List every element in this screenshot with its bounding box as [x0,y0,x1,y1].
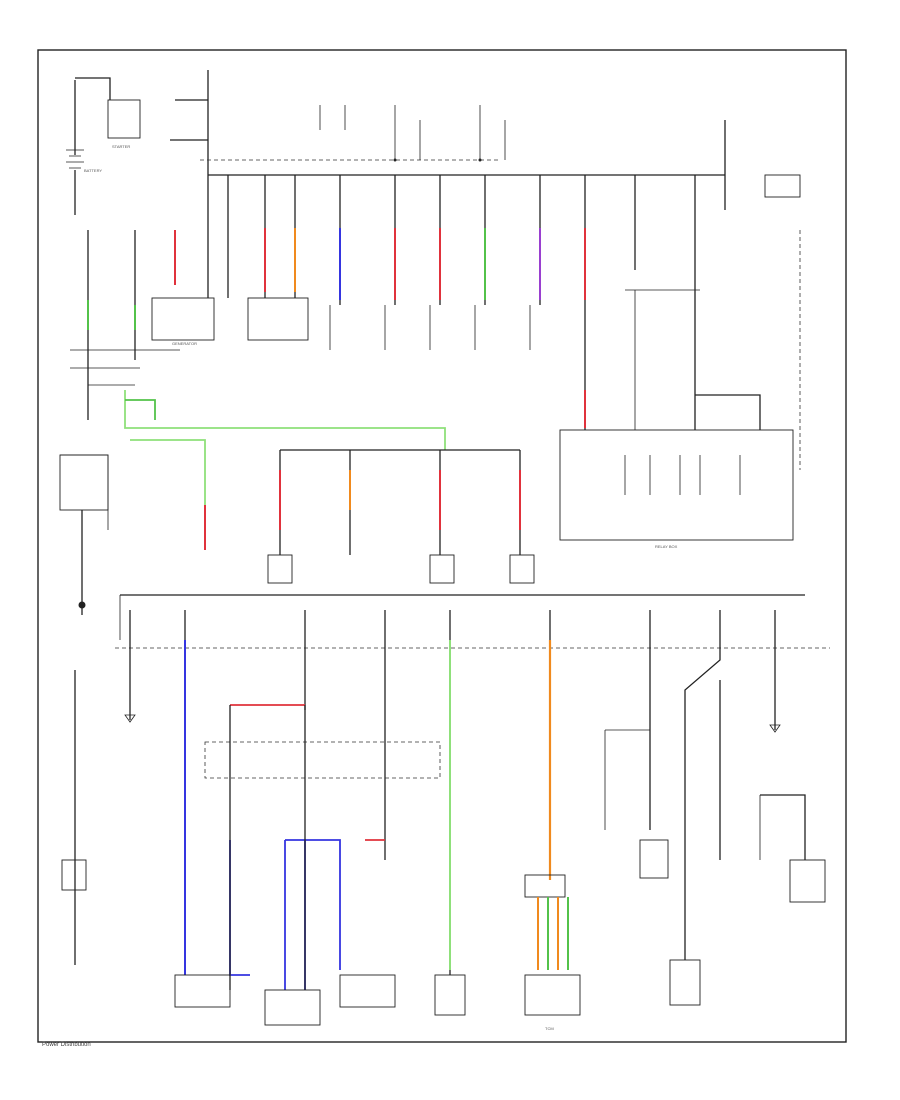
battery-label: BATTERY [84,168,102,173]
top-right-component [764,174,801,198]
middle-connector-boxes [267,554,535,584]
diagram-footer: Power Distribution [42,1042,91,1048]
bottom-relay-dashed [204,741,441,779]
top-relays [319,105,506,162]
battery-symbol: BATTERY [66,77,111,215]
starter-label: STARTER [112,144,130,149]
top-connector-group [329,305,531,350]
bottom-module-boxes [174,839,826,1026]
tcm-label: TCM [545,1026,554,1031]
relay-box: RELAY BOX [559,289,794,549]
abs-module-box [247,297,309,341]
top-colored-wires [174,228,586,428]
generator-box [151,297,215,341]
left-bottom-component [61,859,87,891]
starter-box: STARTER [107,99,141,149]
bottom-fuse-drops [129,610,776,975]
top-fuse-drops [227,175,696,430]
tcm-harness [537,897,569,970]
diagram-frame [37,49,847,1043]
bottom-colored-wires [184,640,552,990]
relay-box-label: RELAY BOX [655,544,678,549]
generator-label: GENERATOR [172,341,197,346]
left-relay-box [59,454,109,511]
